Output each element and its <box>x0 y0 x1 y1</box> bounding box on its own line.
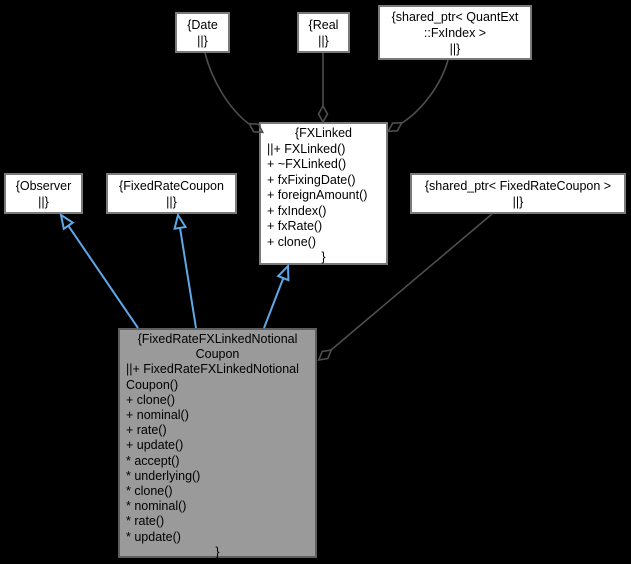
aggregation-edge-date-fxlinked <box>204 52 265 134</box>
node-fixedratefxlinkednotionalcoupon: {FixedRateFXLinkedNotional Coupon ||+ Fi… <box>118 328 317 559</box>
node-fixedratecoupon-ptr[interactable]: {shared_ptr< FixedRateCoupon > ||} <box>410 173 626 214</box>
member-line: * clone() <box>126 484 173 499</box>
record-close-brace: } <box>321 250 326 264</box>
node-fxindex-ptr[interactable]: {shared_ptr< QuantExt ::FxIndex > ||} <box>378 5 532 60</box>
node-label: ||} <box>166 194 177 209</box>
node-label: ||} <box>512 194 524 209</box>
member-line: ||+ FixedRateFXLinkedNotional <box>126 362 299 377</box>
node-real[interactable]: {Real ||} <box>297 12 350 53</box>
node-label: {shared_ptr< FixedRateCoupon > <box>424 178 612 193</box>
member-line: * nominal() <box>126 499 187 514</box>
node-label: {FixedRateCoupon <box>119 178 224 193</box>
node-fxlinked[interactable]: {FXLinked ||+ FXLinked() + ~FXLinked() +… <box>259 122 388 265</box>
aggregation-diamond-icon <box>386 121 404 133</box>
member-line: * update() <box>126 529 181 544</box>
member-line: ||+ FXLinked() <box>267 141 346 156</box>
member-line: + rate() <box>126 423 167 438</box>
inheritance-edge-main-fxlinked <box>263 263 290 329</box>
node-label: ||} <box>197 33 208 48</box>
node-label: ||} <box>318 33 329 48</box>
node-label: ||} <box>449 41 461 56</box>
node-label: ::FxIndex > <box>423 25 487 40</box>
member-line: + fxFixingDate() <box>267 172 356 187</box>
aggregation-diamond-icon <box>317 104 329 124</box>
node-label: {Real <box>308 17 339 32</box>
node-label: {shared_ptr< QuantExt <box>391 9 519 24</box>
node-label: ||} <box>38 194 49 209</box>
member-line: + fxRate() <box>267 219 323 233</box>
inheritance-edge-main-observer <box>59 212 139 329</box>
inheritance-edge-main-fixedratecoupon <box>173 212 197 329</box>
member-line: * underlying() <box>126 468 201 483</box>
node-label: {Date <box>187 17 218 32</box>
node-date[interactable]: {Date ||} <box>175 12 230 53</box>
member-line: + clone() <box>126 392 175 407</box>
node-fixedratecoupon[interactable]: {FixedRateCoupon ||} <box>106 173 237 214</box>
member-line: Coupon() <box>126 377 179 392</box>
inheritance-arrow-icon <box>59 212 75 231</box>
node-label: {Observer <box>15 178 72 193</box>
member-line: + update() <box>126 438 184 453</box>
member-line: * accept() <box>126 453 180 468</box>
node-title: {FXLinked <box>295 126 352 140</box>
member-line: * rate() <box>126 514 165 529</box>
member-line: + foreignAmount() <box>267 188 368 202</box>
aggregation-edge-real-fxlinked <box>317 53 329 124</box>
node-observer[interactable]: {Observer ||} <box>4 173 83 214</box>
inheritance-arrow-icon <box>276 263 290 282</box>
record-close-brace: } <box>215 544 220 559</box>
member-line: + clone() <box>267 234 316 249</box>
aggregation-edge-fxindexptr-fxlinked <box>386 59 449 133</box>
member-line: + fxIndex() <box>267 203 327 218</box>
node-title: {FixedRateFXLinkedNotional <box>137 332 298 346</box>
member-line: + ~FXLinked() <box>267 157 347 171</box>
aggregation-diamond-icon <box>317 348 333 362</box>
inheritance-arrow-icon <box>173 212 188 230</box>
node-title: Coupon <box>195 347 240 362</box>
member-line: + nominal() <box>126 408 189 423</box>
